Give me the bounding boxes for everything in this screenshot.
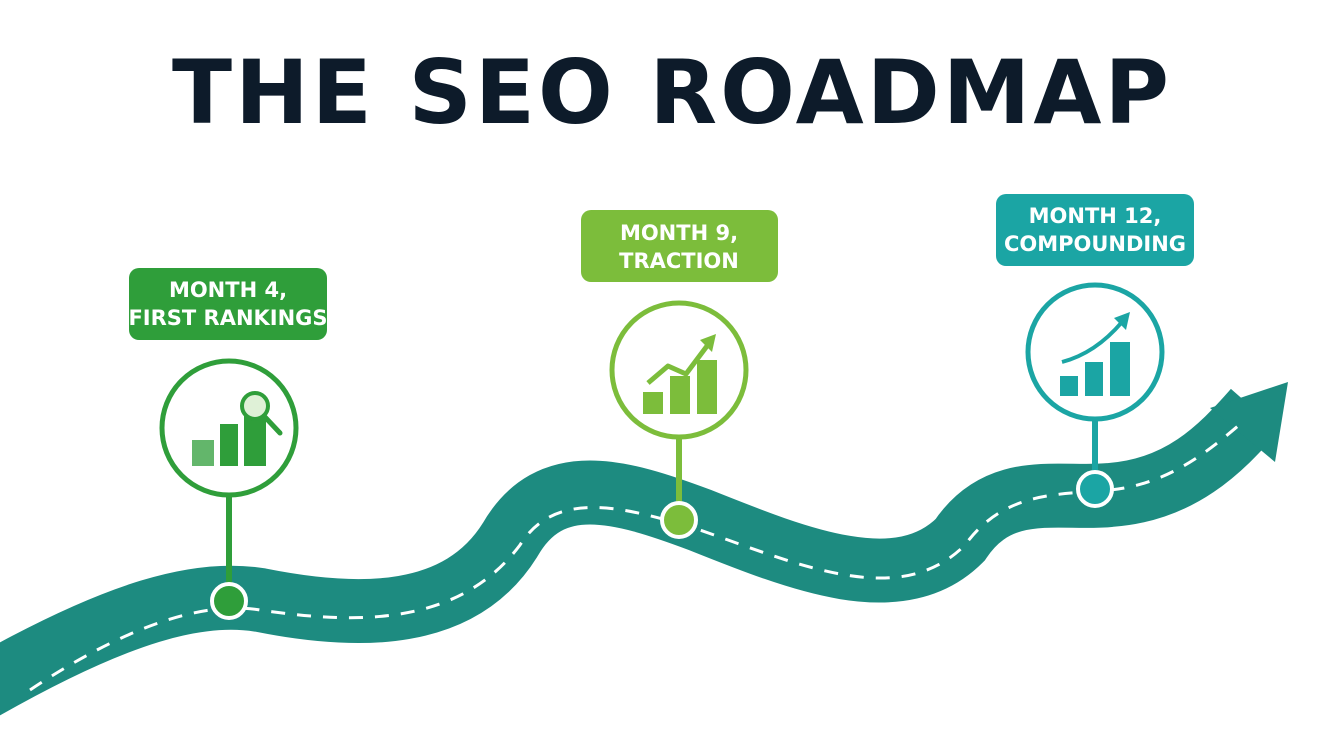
milestone-month-12: MONTH 12, COMPOUNDING: [996, 194, 1194, 508]
milestone-label-line1: MONTH 9,: [620, 221, 738, 245]
page-title: THE SEO ROADMAP: [172, 41, 1172, 144]
bar-chart-trend-arrow-icon: [643, 334, 717, 414]
milestone-icon-ring: [1025, 282, 1165, 422]
milestone-label-line2: COMPOUNDING: [1004, 232, 1186, 256]
milestone-road-marker: [1076, 470, 1114, 508]
milestone-label-line2: TRACTION: [619, 249, 739, 273]
milestone-label-line1: MONTH 4,: [169, 278, 287, 302]
milestone-label-box: [996, 194, 1194, 266]
bar-chart-magnifier-icon: [192, 391, 283, 466]
milestone-month-9: MONTH 9, TRACTION: [581, 210, 778, 539]
milestone-month-4: MONTH 4, FIRST RANKINGS: [128, 268, 328, 620]
milestone-road-marker: [210, 582, 248, 620]
milestone-label-line1: MONTH 12,: [1029, 204, 1162, 228]
road-arrowhead: [1210, 382, 1288, 462]
milestone-label-line2: FIRST RANKINGS: [128, 306, 327, 330]
milestone-label-box: [581, 210, 778, 282]
milestone-road-marker: [660, 501, 698, 539]
bar-chart-growth-arrow-icon: [1060, 312, 1130, 396]
milestone-label-box: [129, 268, 327, 340]
